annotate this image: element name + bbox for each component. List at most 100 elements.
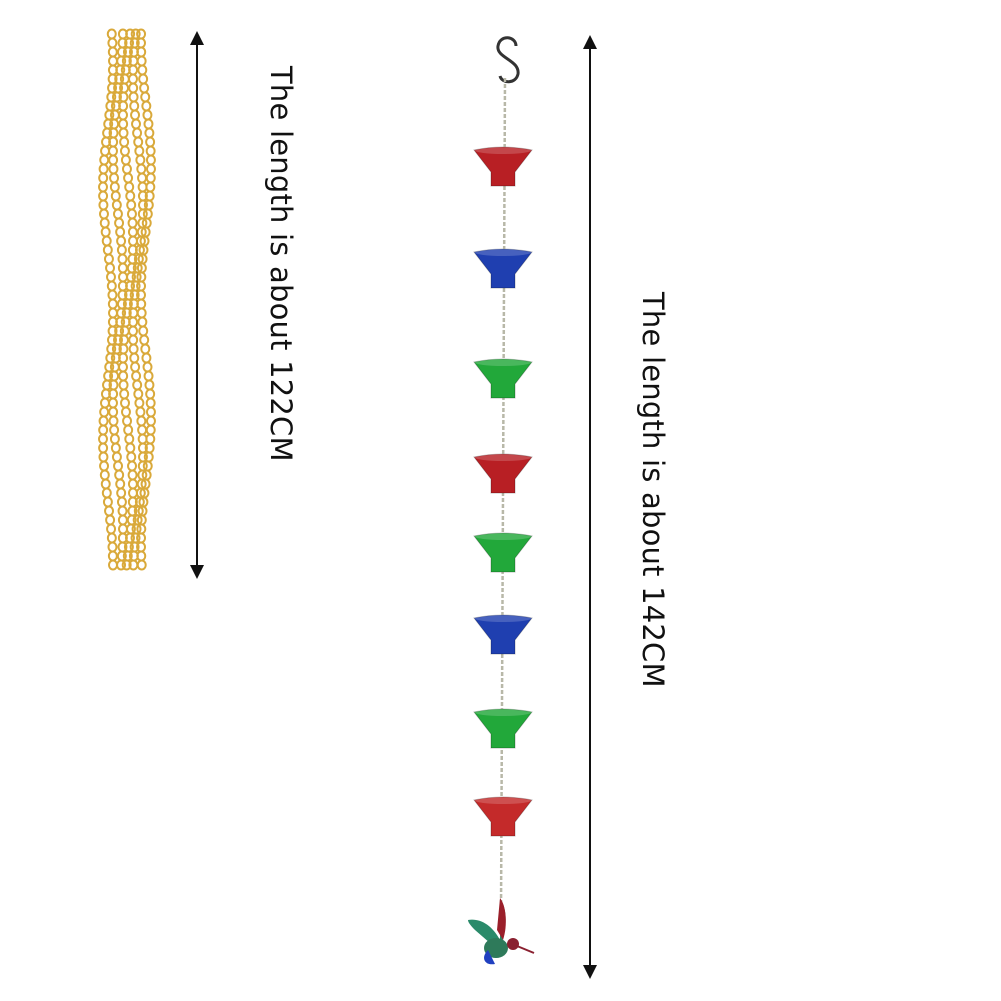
chain-link xyxy=(129,100,140,112)
rain-cup-rim xyxy=(474,453,532,461)
s-hook-icon xyxy=(496,36,520,84)
chain-link xyxy=(105,514,116,526)
rain-cup xyxy=(473,453,533,494)
chain-link xyxy=(106,523,117,535)
chain-link xyxy=(143,451,154,463)
chain-link xyxy=(145,136,156,148)
chain-link xyxy=(107,307,118,319)
chain-link xyxy=(107,298,118,310)
chain-link xyxy=(100,145,111,157)
chain-link xyxy=(104,505,115,517)
chain-link xyxy=(115,226,126,238)
chain-link xyxy=(130,361,141,373)
chain-link xyxy=(106,532,117,544)
chain-link xyxy=(100,226,111,238)
chain-link xyxy=(102,244,113,256)
chain-link xyxy=(143,118,154,130)
chain-link xyxy=(139,334,150,346)
chain-link xyxy=(134,397,145,409)
chain-link xyxy=(98,190,109,202)
chain-link xyxy=(128,325,139,337)
chain-link xyxy=(142,208,153,220)
hummingbird-icon xyxy=(468,898,535,965)
chain-link xyxy=(100,478,111,490)
chain-link xyxy=(142,361,153,373)
chain-link xyxy=(145,415,156,427)
rain-cup xyxy=(473,146,533,187)
chain-link xyxy=(106,280,117,292)
chain-link xyxy=(98,199,109,211)
rain-cup xyxy=(473,532,533,573)
chain-link xyxy=(111,451,122,463)
chain-link xyxy=(137,316,148,328)
rain-cup-rim xyxy=(474,248,532,256)
chain-link xyxy=(126,208,137,220)
chain-link xyxy=(98,208,109,220)
chain-link xyxy=(98,433,109,445)
chain-link xyxy=(108,145,119,157)
chain-link xyxy=(98,415,109,427)
chain-link xyxy=(98,163,109,175)
rain-cup-rim xyxy=(474,708,532,716)
chain-link xyxy=(118,361,129,373)
chain-link xyxy=(129,352,140,364)
chain-link xyxy=(99,469,110,481)
chain-link xyxy=(145,154,156,166)
rain-cup xyxy=(473,614,533,655)
chain-link xyxy=(111,199,122,211)
chain-link xyxy=(112,208,123,220)
chain-link xyxy=(136,307,147,319)
chain-link xyxy=(133,136,144,148)
chain-link xyxy=(128,334,139,346)
chain-link xyxy=(103,253,114,265)
chain-link xyxy=(125,190,136,202)
chain-link xyxy=(119,388,130,400)
chain-link xyxy=(106,28,117,40)
chain-link xyxy=(134,145,145,157)
rain-cup-rim xyxy=(474,146,532,154)
chain-link xyxy=(107,559,118,571)
chain-link xyxy=(122,415,133,427)
chain-link xyxy=(137,64,148,76)
chain-link xyxy=(119,136,130,148)
chain-link xyxy=(130,109,141,121)
chain-link xyxy=(124,433,135,445)
chain-link xyxy=(118,370,129,382)
chain-link xyxy=(145,397,156,409)
chain-link xyxy=(127,226,138,238)
chain-link xyxy=(128,82,139,94)
rain-cup-rim xyxy=(474,358,532,366)
chain-link xyxy=(117,271,128,283)
chain-link xyxy=(123,424,134,436)
chain-link xyxy=(135,406,146,418)
chain-link xyxy=(99,406,110,418)
chain-link xyxy=(107,37,118,49)
chain-link xyxy=(119,73,130,85)
rain-chain-cups xyxy=(473,146,533,837)
chain-link xyxy=(127,217,138,229)
chain-link xyxy=(145,145,156,157)
chain-link xyxy=(145,406,156,418)
chain-link xyxy=(116,559,127,571)
chain-link xyxy=(125,442,136,454)
chain-link xyxy=(99,460,110,472)
chain-link xyxy=(128,91,139,103)
chain-link xyxy=(108,163,119,175)
chain-link xyxy=(99,154,110,166)
chain-link xyxy=(127,235,138,247)
chain-link xyxy=(136,415,147,427)
product-length-label: The length is about 142CM xyxy=(636,292,670,688)
chain-link xyxy=(98,451,109,463)
chain-link xyxy=(120,397,131,409)
chain-link xyxy=(99,217,110,229)
chain-link xyxy=(99,397,110,409)
hanging-chain xyxy=(499,77,507,913)
chain-link xyxy=(105,262,116,274)
chain-link xyxy=(108,415,119,427)
chain-link xyxy=(113,460,124,472)
chain-link xyxy=(107,55,118,67)
chain-link xyxy=(98,181,109,193)
chain-link xyxy=(132,379,143,391)
gold-chain-image xyxy=(98,28,156,571)
